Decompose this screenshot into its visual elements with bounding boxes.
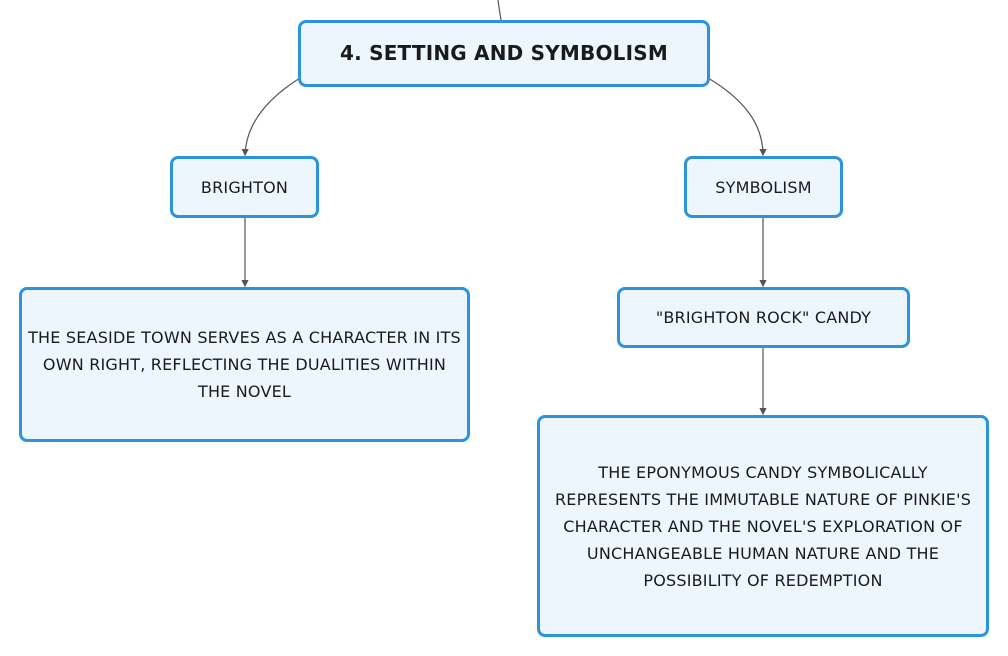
brighton-rock-candy-node-label: "BRIGHTON ROCK" CANDY [655,308,872,327]
symbolism-node[interactable]: SYMBOLISM [684,156,843,218]
eponymous-candy-node[interactable]: THE EPONYMOUS CANDY SYMBOLICALLY REPRESE… [537,415,989,637]
edge-parent-to-root [497,0,502,21]
seaside-town-node[interactable]: THE SEASIDE TOWN SERVES AS A CHARACTER I… [19,287,470,442]
root-node[interactable]: 4. SETTING AND SYMBOLISM [298,20,710,87]
symbolism-node-label: SYMBOLISM [715,177,812,197]
edge-root-to-brighton [241,77,301,157]
edge-root-to-symbolism [707,77,767,157]
seaside-town-node-label: THE SEASIDE TOWN SERVES AS A CHARACTER I… [28,328,461,401]
eponymous-candy-node-label: THE EPONYMOUS CANDY SYMBOLICALLY REPRESE… [554,462,972,590]
brighton-rock-candy-node[interactable]: "BRIGHTON ROCK" CANDY [617,287,910,348]
root-node-label: 4. SETTING AND SYMBOLISM [340,41,668,65]
brighton-node[interactable]: BRIGHTON [170,156,319,218]
brighton-node-label: BRIGHTON [200,177,289,197]
